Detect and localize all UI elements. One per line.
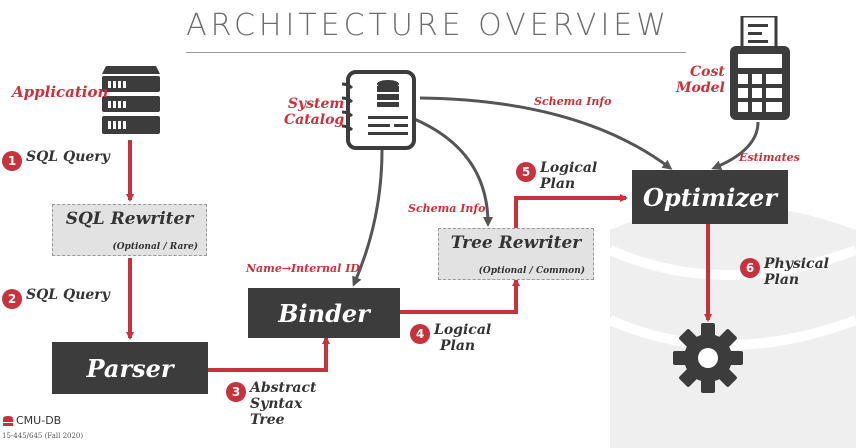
step-4: 4 Logical Plan <box>410 322 491 354</box>
estimates-label: Estimates <box>739 151 800 164</box>
step-2-line1: SQL Query <box>26 287 110 303</box>
sql-rewriter-box: SQL Rewriter (Optional / Rare) <box>52 204 207 256</box>
cost-model-line1: Cost <box>690 64 725 80</box>
tree-rewriter-subtitle: (Optional / Common) <box>478 266 585 276</box>
estimates-to-optimizer <box>711 121 760 170</box>
page-title: ARCHITECTURE OVERVIEW <box>186 8 670 43</box>
step-4-text: Logical Plan <box>434 322 491 354</box>
footer-logo: CMU-DB <box>2 414 61 427</box>
sql-rewriter-title: SQL Rewriter <box>65 209 194 229</box>
step-5: 5 Logical Plan <box>516 160 597 192</box>
step-3-line3: Tree <box>250 412 285 428</box>
step-2: 2 SQL Query <box>2 287 110 309</box>
flow-binder-to-treerewriter <box>400 278 520 314</box>
cost-model-label: Cost Model <box>676 64 725 96</box>
step-5-line2: Plan <box>540 176 576 192</box>
step-6-line1: Physical <box>764 256 829 272</box>
parser-box: Parser <box>52 342 208 394</box>
cmu-db-logo-icon <box>3 415 13 426</box>
step-6-line2: Plan <box>764 272 800 288</box>
schema-info-top-label: Schema Info <box>534 95 612 108</box>
flow-parser-to-binder <box>208 336 330 372</box>
calculator-receipt-icon <box>730 16 790 120</box>
step-4-line1: Logical <box>434 322 492 338</box>
schema-info-to-optimizer <box>419 96 673 170</box>
schema-info-mid-label: Schema Info <box>408 202 486 215</box>
gear-icon <box>673 323 743 393</box>
schema-info-to-treerewriter <box>411 116 493 227</box>
system-catalog-line1: System <box>287 96 345 112</box>
server-icon <box>102 66 160 134</box>
system-catalog-label: System Catalog <box>284 96 344 128</box>
step-3-line1: Abstract <box>250 380 317 396</box>
step-6-text: Physical Plan <box>764 256 829 288</box>
step-3-badge: 3 <box>226 382 246 402</box>
footer-course: 15-445/645 (Fall 2020) <box>2 432 84 440</box>
step-5-text: Logical Plan <box>540 160 597 192</box>
step-5-line1: Logical <box>540 160 598 176</box>
step-5-badge: 5 <box>516 162 536 182</box>
step-2-text: SQL Query <box>26 287 110 303</box>
catalog-notebook-icon <box>341 70 416 150</box>
step-6: 6 Physical Plan <box>740 256 829 288</box>
step-1-line1: SQL Query <box>26 149 110 165</box>
step-4-line2: Plan <box>440 338 476 354</box>
system-catalog-line2: Catalog <box>284 112 345 128</box>
optimizer-box: Optimizer <box>632 170 788 224</box>
step-2-badge: 2 <box>2 289 22 309</box>
catalog-to-binder <box>352 149 384 287</box>
application-label: Application <box>12 83 109 101</box>
step-4-badge: 4 <box>410 324 430 344</box>
flow-treerewriter-to-optimizer <box>514 194 628 228</box>
step-1: 1 SQL Query <box>2 149 110 171</box>
title-rule <box>186 52 686 53</box>
tree-rewriter-box: Tree Rewriter (Optional / Common) <box>438 228 594 280</box>
step-1-text: SQL Query <box>26 149 110 165</box>
name-internal-id-label: Name→Internal ID <box>246 262 360 275</box>
cost-model-line2: Model <box>676 80 725 96</box>
binder-box: Binder <box>248 288 400 338</box>
step-3: 3 Abstract Syntax Tree <box>226 380 316 428</box>
sql-rewriter-subtitle: (Optional / Rare) <box>112 242 198 252</box>
tree-rewriter-title: Tree Rewriter <box>450 233 582 253</box>
footer-logo-text: CMU-DB <box>16 414 62 427</box>
step-6-badge: 6 <box>740 258 760 278</box>
step-1-badge: 1 <box>2 151 22 171</box>
step-3-line2: Syntax <box>250 396 303 412</box>
step-3-text: Abstract Syntax Tree <box>250 380 316 428</box>
